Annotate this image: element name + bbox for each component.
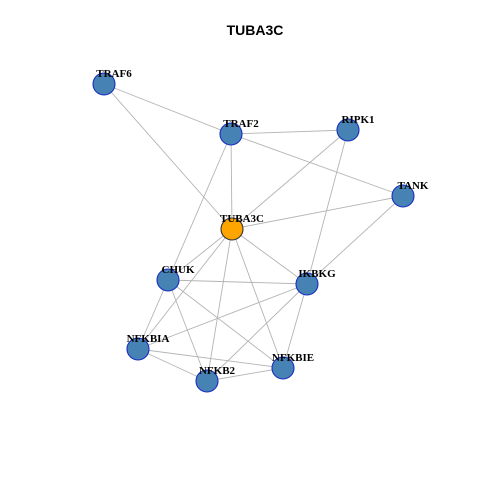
edge-nfkbia-nfkbie	[137, 348, 284, 369]
edge-layer	[103, 83, 404, 382]
edge-nfkbia-nfkb2	[137, 348, 208, 382]
edge-tuba3c-ikbkg	[231, 228, 308, 285]
node-layer	[92, 72, 415, 393]
edge-ikbkg-nfkbie	[282, 283, 308, 369]
edge-ikbkg-nfkb2	[206, 283, 308, 382]
node-label-tank: TANK	[398, 180, 429, 192]
edge-ripk1-ikbkg	[306, 129, 349, 285]
node-tank[interactable]	[391, 184, 415, 208]
node-ripk1[interactable]	[336, 118, 360, 142]
node-label-nfkbie: NFKBIE	[272, 352, 314, 364]
edge-tuba3c-chuk	[167, 228, 233, 281]
edge-traf6-tuba3c	[103, 83, 233, 230]
edge-traf2-tank	[230, 133, 404, 197]
edge-traf2-ripk1	[230, 129, 349, 135]
edge-traf6-traf2	[103, 83, 232, 135]
diagram-title: TUBA3C	[227, 22, 284, 38]
edge-tank-tuba3c	[231, 195, 404, 230]
node-nfkbia[interactable]	[126, 337, 150, 361]
node-nfkb2[interactable]	[195, 369, 219, 393]
edge-tuba3c-nfkbie	[231, 228, 284, 369]
edge-chuk-nfkbie	[167, 279, 284, 369]
node-label-nfkbia: NFKBIA	[127, 333, 170, 345]
node-chuk[interactable]	[156, 268, 180, 292]
edge-chuk-ikbkg	[167, 279, 308, 285]
edge-traf2-chuk	[167, 133, 232, 281]
node-traf6[interactable]	[92, 72, 116, 96]
edge-tuba3c-nfkb2	[206, 228, 233, 382]
edge-nfkb2-nfkbie	[206, 367, 284, 382]
edge-ikbkg-nfkbia	[137, 283, 308, 350]
node-label-chuk: CHUK	[162, 264, 195, 276]
edge-tank-ikbkg	[306, 195, 404, 285]
node-nfkbie[interactable]	[271, 356, 295, 380]
node-label-tuba3c: TUBA3C	[220, 213, 264, 225]
node-label-traf2: TRAF2	[223, 118, 259, 130]
edge-tuba3c-nfkbia	[137, 228, 233, 350]
edge-chuk-nfkb2	[167, 279, 208, 382]
edge-traf2-tuba3c	[230, 133, 233, 230]
node-tuba3c[interactable]	[220, 217, 244, 241]
node-traf2[interactable]	[219, 122, 243, 146]
node-label-ripk1: RIPK1	[342, 114, 375, 126]
edge-chuk-nfkbia	[137, 279, 169, 350]
node-ikbkg[interactable]	[295, 272, 319, 296]
node-label-ikbkg: IKBKG	[298, 268, 336, 280]
node-label-nfkb2: NFKB2	[199, 365, 236, 377]
node-label-traf6: TRAF6	[96, 68, 132, 80]
edge-ripk1-tuba3c	[231, 129, 349, 230]
